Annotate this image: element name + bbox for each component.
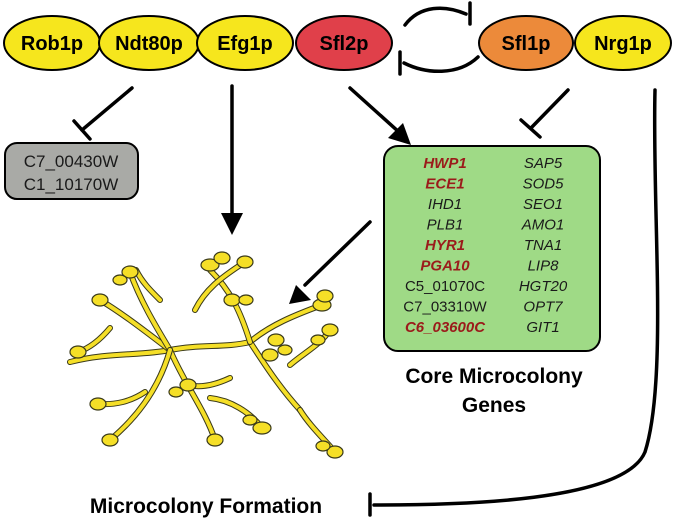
hypha-11 — [288, 328, 332, 367]
hypha-8 — [193, 260, 247, 312]
core-gene-left-3: PLB1 — [427, 217, 464, 234]
yeast-cell-17 — [179, 378, 197, 392]
gray-gene-2: C1_10170W — [24, 175, 119, 194]
yeast-cell-9 — [267, 333, 285, 347]
yeast-cell-16 — [89, 397, 107, 411]
node-rob1p: Rob1p — [3, 15, 101, 71]
microcolony-formation-label: Microcolony Formation — [90, 495, 322, 518]
hypha-6 — [248, 340, 302, 412]
core-genes-title-line2: Genes — [462, 394, 526, 417]
node-sfl1p: Sfl1p — [478, 15, 574, 71]
efg1p-label: Efg1p — [217, 33, 273, 55]
yeast-cell-24 — [91, 293, 109, 307]
hypha-3 — [168, 348, 217, 442]
sfl2p-label: Sfl2p — [320, 33, 369, 55]
gray-box-background — [4, 142, 139, 200]
node-ndt80p: Ndt80p — [98, 15, 200, 71]
core-gene-right-5: LIP8 — [528, 258, 560, 275]
yeast-cell-13 — [242, 414, 258, 426]
rob1p-label: Rob1p — [21, 33, 83, 55]
yeast-cell-1 — [213, 251, 231, 265]
yeast-cell-12 — [252, 421, 272, 435]
core-gene-right-0: SAP5 — [524, 155, 563, 172]
microcolony-hyphae-illustration — [67, 251, 344, 459]
core-gene-left-7: C7_03310W — [403, 299, 487, 316]
edge-ndt80p-inhibits-gray-genes — [72, 86, 134, 141]
yeast-cell-15 — [315, 440, 331, 452]
yeast-cell-7 — [321, 323, 339, 337]
edge-nrg1p-inhibits-formation — [368, 88, 660, 517]
yeast-cell-3 — [223, 293, 241, 307]
edge-sfl1p-inhibits-core-genes — [519, 88, 570, 139]
core-gene-left-1: ECE1 — [425, 176, 464, 193]
gray-target-genes-box: C7_00430W C1_10170W — [4, 142, 139, 200]
yeast-cell-4 — [238, 294, 254, 306]
core-gene-right-1: SOD5 — [523, 176, 565, 193]
node-nrg1p: Nrg1p — [574, 15, 672, 71]
node-sfl2p: Sfl2p — [295, 15, 393, 71]
core-gene-left-0: HWP1 — [423, 155, 466, 172]
hypha-1 — [98, 298, 172, 352]
ndt80p-label: Ndt80p — [115, 33, 183, 55]
edge-core-genes-activates-formation — [289, 220, 372, 304]
yeast-cell-6 — [316, 289, 334, 303]
core-gene-left-6: C5_01070C — [405, 278, 485, 295]
sfl1p-label: Sfl1p — [502, 33, 551, 55]
yeast-cell-23 — [69, 345, 87, 359]
sfl1p-ellipse — [478, 15, 574, 71]
efg1p-ellipse — [196, 15, 294, 71]
core-gene-left-8: C6_03600C — [405, 319, 486, 336]
yeast-cell-2 — [236, 255, 254, 269]
core-genes-title-line1: Core Microcolony — [405, 365, 583, 388]
hypha-4 — [108, 348, 172, 442]
node-efg1p: Efg1p — [196, 15, 294, 71]
yeast-cell-21 — [206, 433, 224, 447]
core-gene-right-7: OPT7 — [523, 299, 563, 316]
yeast-cell-0 — [200, 258, 220, 272]
yeast-cell-8 — [310, 334, 326, 346]
gray-gene-1: C7_00430W — [24, 152, 119, 171]
core-gene-right-4: TNA1 — [524, 237, 562, 254]
yeast-cell-14 — [326, 445, 344, 459]
core-gene-right-2: SEO1 — [523, 196, 563, 213]
yeast-cell-20 — [112, 274, 128, 286]
core-box-background — [383, 145, 601, 352]
yeast-cell-18 — [168, 386, 184, 398]
core-gene-right-3: AMO1 — [521, 217, 565, 234]
nrg1p-ellipse — [574, 15, 672, 71]
hypha-2 — [128, 270, 172, 352]
yeast-cell-19 — [121, 265, 139, 279]
core-gene-right-6: HGT20 — [519, 278, 568, 295]
yeast-cell-11 — [277, 344, 293, 356]
core-gene-left-4: HYR1 — [425, 237, 465, 254]
nrg1p-label: Nrg1p — [594, 33, 652, 55]
yeast-cell-22 — [101, 433, 119, 447]
core-gene-left-5: PGA10 — [420, 258, 470, 275]
yeast-cell-10 — [261, 348, 279, 362]
core-gene-right-8: GIT1 — [526, 319, 559, 336]
core-gene-left-2: IHD1 — [428, 196, 462, 213]
edge-sfl2p-inhibits-sfl1p — [403, 1, 472, 27]
edge-sfl2p-activates-core-genes — [348, 86, 411, 145]
edge-sfl1p-inhibits-sfl2p — [398, 50, 480, 76]
edge-efg1p-activates-formation — [221, 84, 243, 235]
sfl2p-ellipse — [295, 15, 393, 71]
